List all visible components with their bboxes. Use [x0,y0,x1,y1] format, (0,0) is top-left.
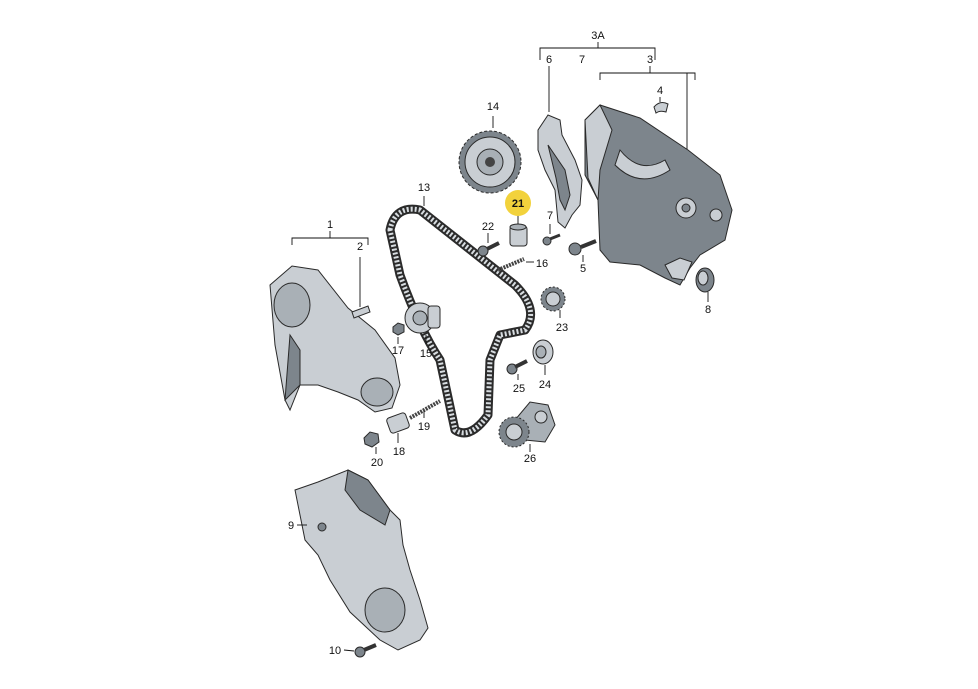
label-25: 25 [513,383,525,395]
nut-17 [392,322,405,344]
label-10: 10 [329,645,341,657]
label-8: 8 [705,304,711,316]
bracket-3 [599,66,696,150]
lower-timing-cover-9 [294,469,429,651]
label-15: 15 [420,348,432,360]
label-21: 21 [512,198,524,210]
bolt-7 [542,224,561,246]
label-6: 6 [546,54,552,66]
bolt-22 [477,233,500,257]
camshaft-sprocket [458,116,522,194]
clip-4 [653,97,669,114]
label-22: 22 [482,221,494,233]
bush-18 [386,412,410,443]
label-26: 26 [524,453,536,465]
bolt-5 [568,239,597,262]
stud-19 [409,399,441,420]
label-16: 16 [536,258,548,270]
label-20: 20 [371,457,383,469]
highlight-21 [505,190,531,216]
plug-8 [695,267,715,302]
idler-24 [532,339,554,375]
bracket-1 [291,231,369,245]
label-17: 17 [392,345,404,357]
bolt-10 [343,643,377,658]
stud-16 [497,257,534,272]
label-4: 4 [657,85,663,97]
label-3A: 3A [591,30,605,42]
label-7: 7 [547,210,553,222]
label-2: 2 [357,241,363,253]
label-3: 3 [647,54,653,66]
clip-2 [351,257,371,319]
label-19: 19 [418,421,430,433]
callout-labels: 3A 6 7 3 4 14 13 21 7 22 1 2 16 5 8 23 1… [288,30,711,657]
label-24: 24 [539,379,551,391]
sleeve-21 [509,214,528,247]
label-1: 1 [327,219,333,231]
bracket-3A [539,42,656,60]
label-5: 5 [580,263,586,275]
bolt-25 [506,359,528,380]
water-pump-26 [498,401,556,452]
nut-20 [363,431,380,454]
upper-timing-cover-1 [269,265,401,413]
label-18: 18 [393,446,405,458]
label-13: 13 [418,182,430,194]
shield-6 [537,114,583,229]
label-7-top: 7 [579,54,585,66]
label-9: 9 [288,520,294,532]
rear-timing-cover [584,104,733,286]
tensioner-15 [404,302,441,344]
label-23: 23 [556,322,568,334]
label-14: 14 [487,101,499,113]
crank-sprocket-23 [540,286,566,318]
